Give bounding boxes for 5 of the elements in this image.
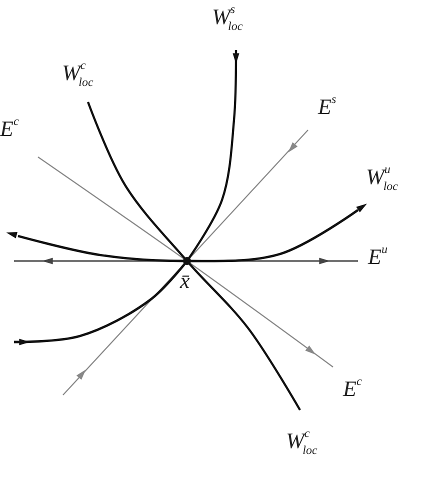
subspace-label: E$^{u}$ (368, 246, 388, 268)
subspace-label: E$^{c}$ (0, 118, 19, 140)
subspace-label: E$^{s}$ (318, 96, 336, 118)
point-label: x̄ (180, 270, 190, 292)
subspace-label: E$^{c}$ (343, 378, 362, 400)
